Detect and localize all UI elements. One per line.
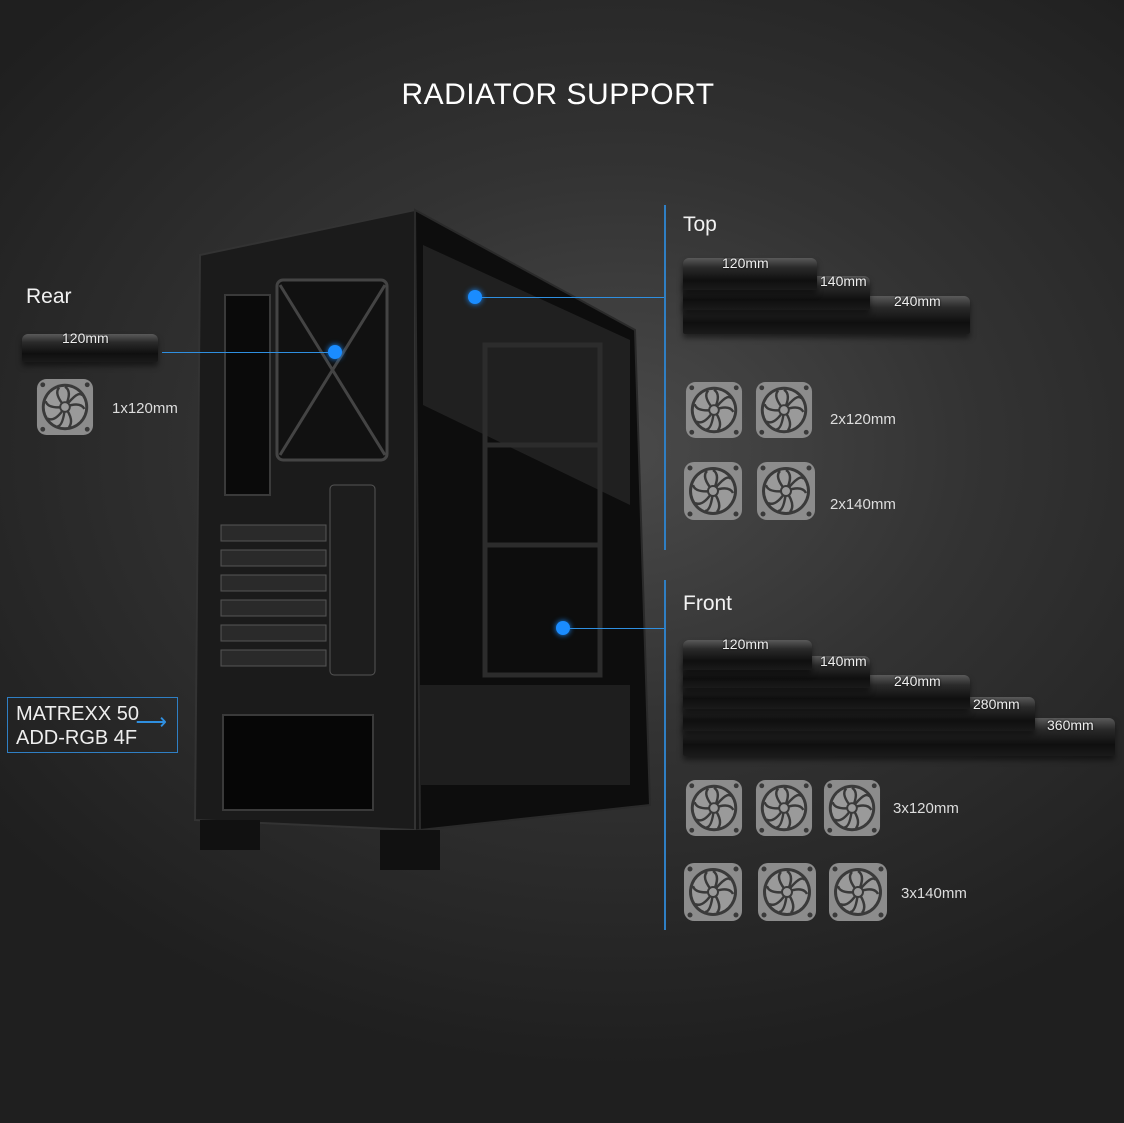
top-bar-label: 240mm	[894, 293, 941, 309]
arrow-right-icon: ⟶	[135, 709, 167, 734]
front-bar-120	[683, 640, 812, 670]
product-name-box[interactable]: MATREXX 50 ADD-RGB 4F ⟶	[7, 697, 178, 753]
top-leader-line	[475, 297, 665, 298]
fan-icon	[683, 862, 743, 922]
fan-icon	[683, 461, 743, 521]
pc-case-image	[193, 208, 652, 870]
front-fan-label: 3x140mm	[901, 885, 967, 902]
fan-icon	[755, 381, 813, 439]
page-title: RADIATOR SUPPORT	[401, 78, 715, 111]
front-fan-label: 3x120mm	[893, 800, 959, 817]
front-bar-label: 120mm	[722, 636, 769, 652]
fan-icon	[828, 862, 888, 922]
rear-heading: Rear	[26, 285, 72, 308]
fan-icon	[756, 461, 816, 521]
product-line2: ADD-RGB 4F	[16, 727, 138, 749]
fan-icon	[823, 779, 881, 837]
rear-fan-label: 1x120mm	[112, 400, 178, 417]
rear-marker-dot	[328, 345, 342, 359]
rear-bar-label: 120mm	[62, 330, 109, 346]
top-bar-label: 120mm	[722, 255, 769, 271]
rear-bar-120	[22, 334, 158, 362]
front-bracket-line	[664, 580, 666, 930]
front-bar-label: 360mm	[1047, 717, 1094, 733]
fan-icon	[685, 381, 743, 439]
front-heading: Front	[683, 592, 733, 615]
top-heading: Top	[683, 213, 717, 236]
rear-leader-line	[162, 352, 335, 353]
front-bar-label: 240mm	[894, 673, 941, 689]
front-bar-label: 280mm	[973, 696, 1020, 712]
top-bar-120	[683, 258, 817, 290]
fan-icon	[755, 779, 813, 837]
front-leader-line	[563, 628, 665, 629]
front-bar-label: 140mm	[820, 653, 867, 669]
fan-icon	[36, 378, 94, 436]
fan-icon	[685, 779, 743, 837]
top-bracket-line	[664, 205, 666, 550]
top-fan-label: 2x140mm	[830, 496, 896, 513]
product-line1: MATREXX 50	[16, 703, 139, 725]
top-marker-dot	[468, 290, 482, 304]
top-fan-label: 2x120mm	[830, 411, 896, 428]
top-bar-label: 140mm	[820, 273, 867, 289]
front-marker-dot	[556, 621, 570, 635]
fan-icon	[757, 862, 817, 922]
